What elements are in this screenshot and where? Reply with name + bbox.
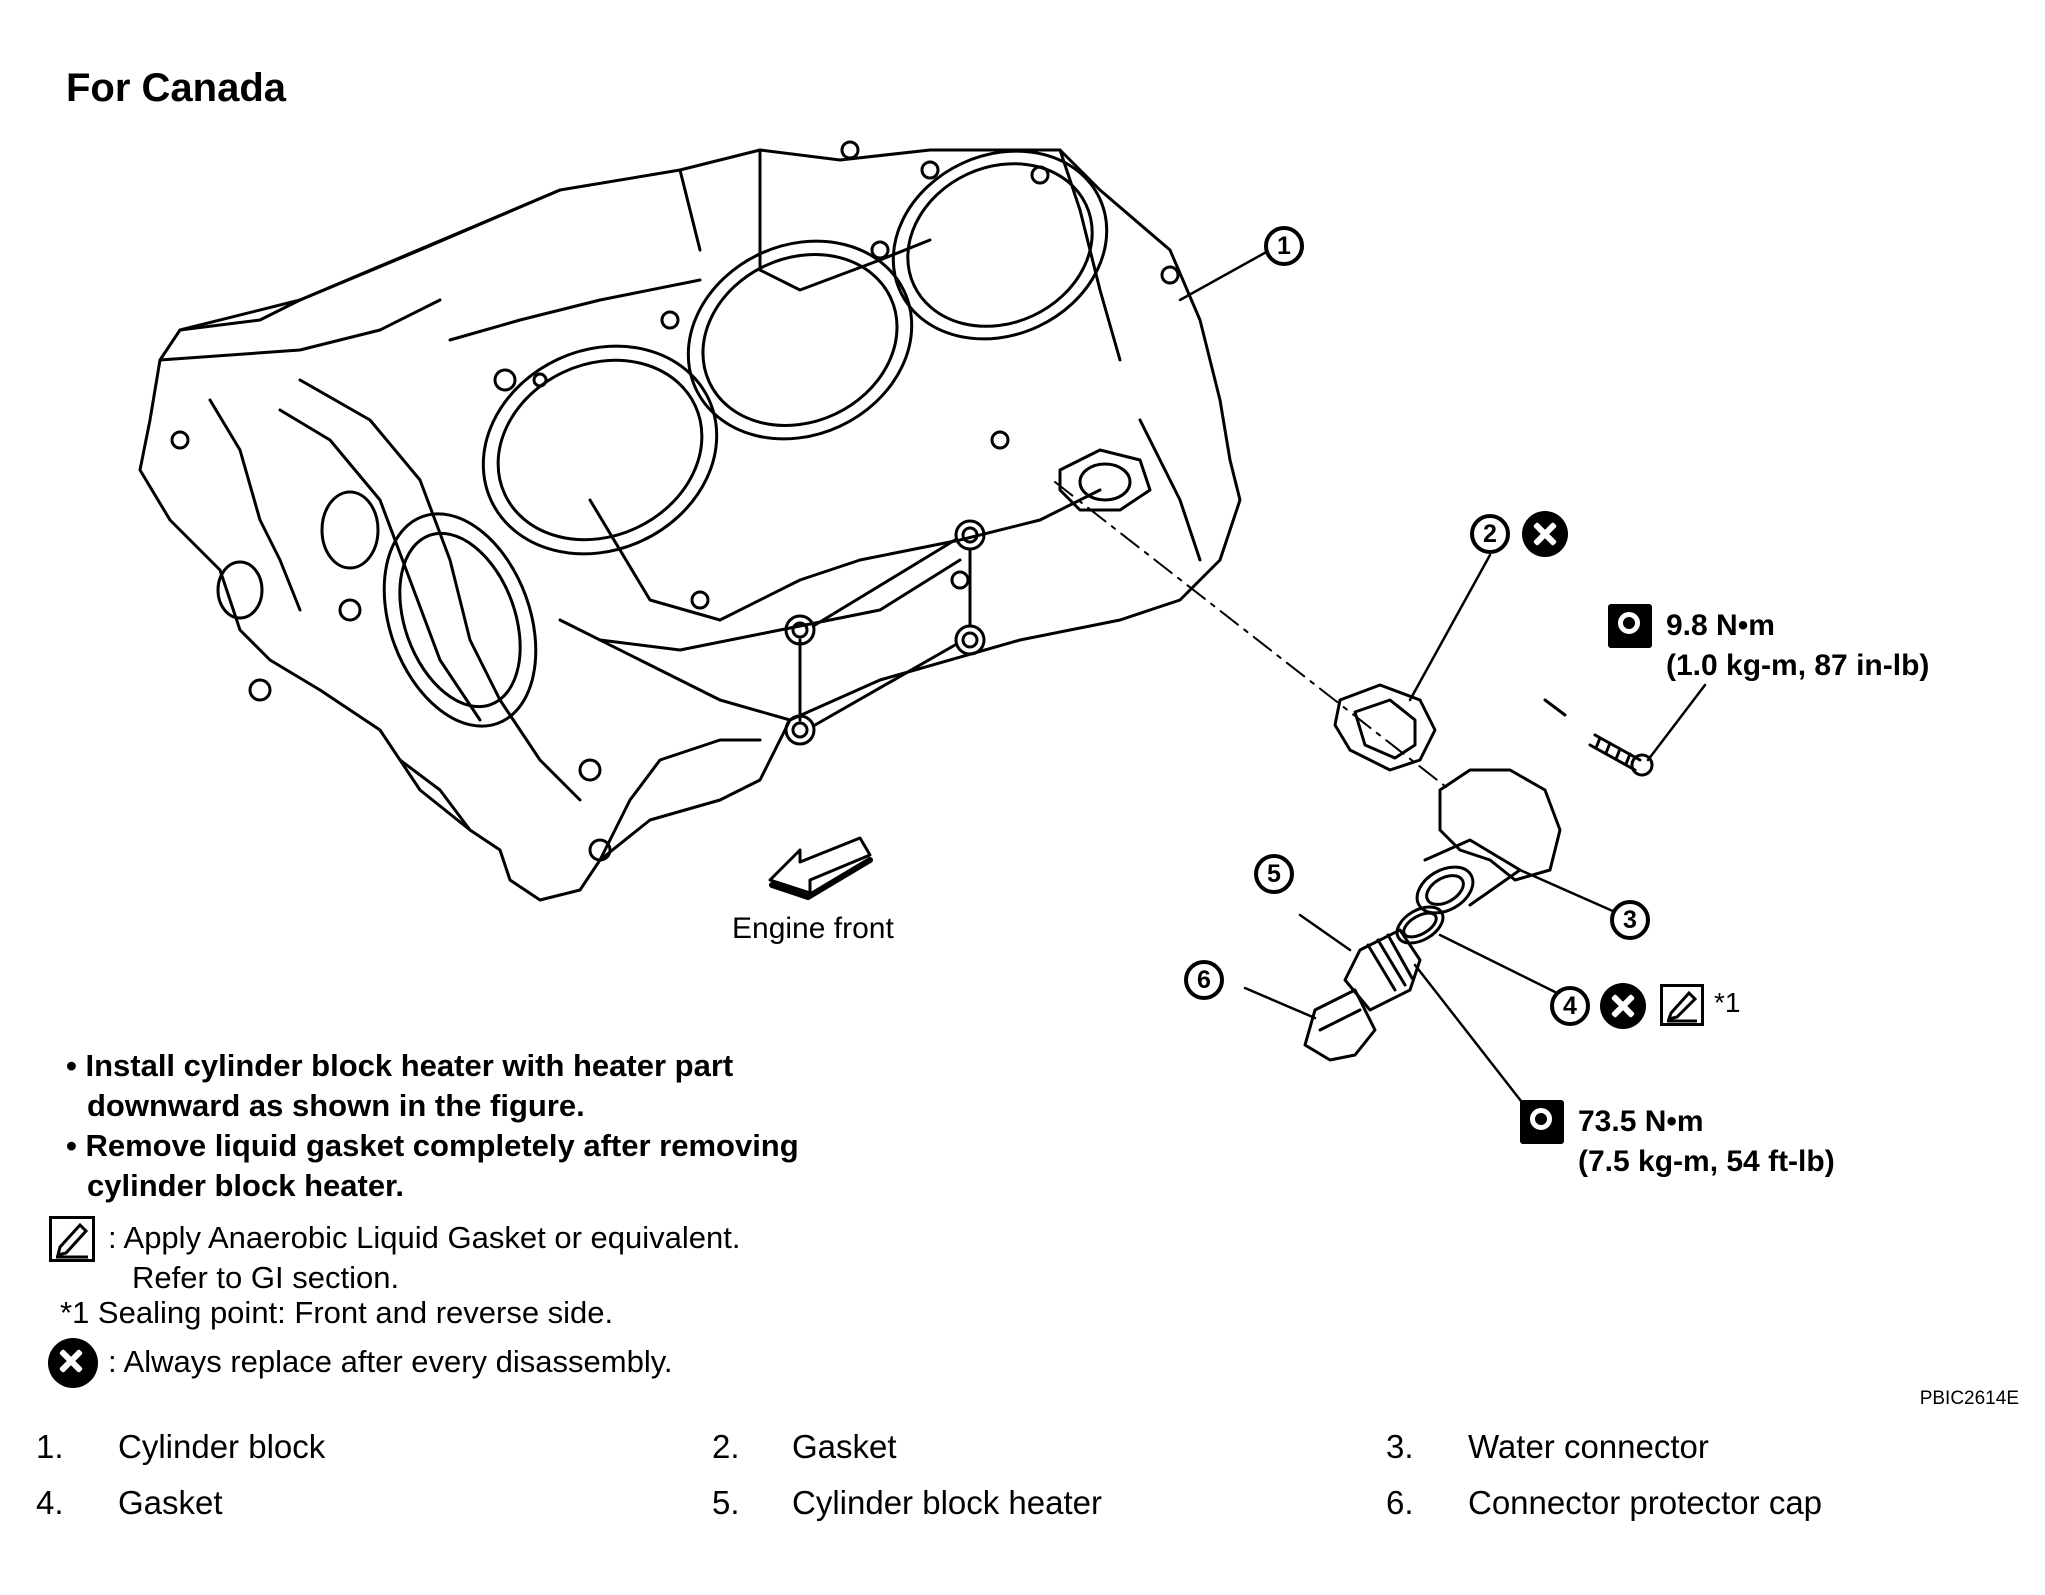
callout-3: 3 xyxy=(1610,900,1650,940)
always-replace-icon xyxy=(1522,511,1568,557)
callout-6: 6 xyxy=(1184,960,1224,1000)
torque-lower-conversion: (7.5 kg-m, 54 ft-lb) xyxy=(1578,1145,1835,1178)
callout-2: 2 xyxy=(1470,514,1510,554)
part-name: Cylinder block xyxy=(118,1428,326,1465)
legend-liquid-gasket-line2: Refer to GI section. xyxy=(132,1260,400,1295)
note-line: downward as shown in the figure. xyxy=(87,1088,585,1123)
page-title: For Canada xyxy=(66,66,287,110)
part-name: Gasket xyxy=(792,1428,897,1465)
cylinder-block-outline xyxy=(138,148,1242,902)
part-name: Water connector xyxy=(1468,1428,1709,1465)
torque-wrench-icon xyxy=(1608,604,1652,648)
part-number: 3. xyxy=(1386,1428,1414,1465)
part-name: Gasket xyxy=(118,1484,223,1521)
note-line: • Remove liquid gasket completely after … xyxy=(66,1128,799,1163)
part-number: 2. xyxy=(712,1428,740,1465)
legend-sealing-point: *1 Sealing point: Front and reverse side… xyxy=(60,1295,614,1330)
part-number: 1. xyxy=(36,1428,64,1465)
part-number: 4. xyxy=(36,1484,64,1521)
part-name: Connector protector cap xyxy=(1468,1484,1823,1521)
anaerobic-liquid-gasket-icon xyxy=(49,1216,95,1262)
torque-upper-conversion: (1.0 kg-m, 87 in-lb) xyxy=(1666,649,1930,682)
torque-upper-value: 9.8 N•m xyxy=(1666,609,1775,642)
sealing-ref-mark: *1 xyxy=(1714,987,1741,1018)
anaerobic-liquid-gasket-icon xyxy=(1660,984,1704,1026)
part-number: 6. xyxy=(1386,1484,1414,1521)
callout-4: 4 xyxy=(1550,986,1590,1026)
note-line: • Install cylinder block heater with hea… xyxy=(66,1048,734,1083)
torque-lower-value: 73.5 N•m xyxy=(1578,1105,1704,1138)
callout-1: 1 xyxy=(1264,226,1304,266)
always-replace-icon xyxy=(48,1338,98,1388)
legend-liquid-gasket-line1: : Apply Anaerobic Liquid Gasket or equiv… xyxy=(108,1220,741,1255)
callout-5: 5 xyxy=(1254,854,1294,894)
part-name: Cylinder block heater xyxy=(792,1484,1102,1521)
torque-wrench-icon xyxy=(1520,1100,1564,1144)
always-replace-icon xyxy=(1600,983,1646,1029)
part-number: 5. xyxy=(712,1484,740,1521)
note-line: cylinder block heater. xyxy=(87,1168,405,1203)
engine-front-label: Engine front xyxy=(732,912,894,945)
legend-always-replace: : Always replace after every disassembly… xyxy=(108,1344,673,1379)
figure-code: PBIC2614E xyxy=(1919,1388,2019,1409)
